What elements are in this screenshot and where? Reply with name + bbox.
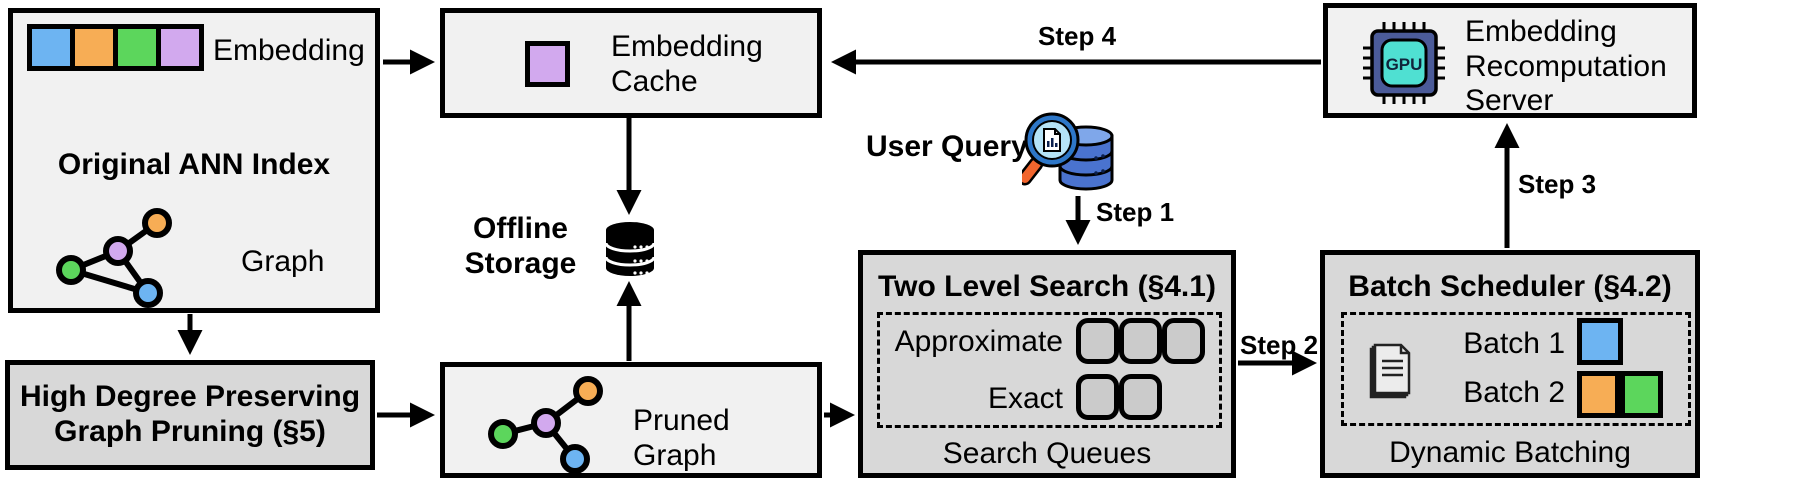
offline-storage-database-icon <box>604 222 656 276</box>
embedding-cell-purple <box>161 29 199 66</box>
batch-scheduler-title: Batch Scheduler (§4.2) <box>1348 270 1672 303</box>
queue-slot <box>1119 318 1162 364</box>
pruned-graph-icon <box>488 376 603 474</box>
step2-label: Step 2 <box>1240 330 1319 360</box>
batch-scheduler-box: Batch Scheduler (§4.2) Batch 1 Batch 2 D… <box>1320 250 1700 478</box>
pruned-graph-label: Pruned Graph <box>633 404 730 472</box>
embedding-cell-orange <box>75 29 113 66</box>
approximate-label: Approximate <box>894 325 1063 358</box>
gpu-chip-icon: GPU <box>1363 22 1445 104</box>
batch1-swatch-blue <box>1577 318 1623 365</box>
approximate-queue-slots <box>1076 318 1205 364</box>
embedding-cache-title: Embedding Cache <box>611 30 763 98</box>
embedding-cell-blue <box>32 29 70 66</box>
dynamic-batching-container <box>1341 312 1691 426</box>
graph-pruning-box: High Degree Preserving Graph Pruning (§5… <box>5 360 375 470</box>
user-query-label: User Query <box>866 130 1028 163</box>
exact-queue-slots <box>1076 374 1162 420</box>
batch2-swatches <box>1577 371 1663 418</box>
step1-label: Step 1 <box>1096 197 1175 227</box>
dynamic-batching-caption: Dynamic Batching <box>1389 436 1631 469</box>
embedding-cell-green <box>118 29 156 66</box>
pruned-graph-box: Pruned Graph <box>440 362 822 478</box>
exact-label: Exact <box>987 382 1063 415</box>
queue-slot <box>1076 374 1119 420</box>
batch2-swatch-orange <box>1577 371 1620 418</box>
search-queues-container <box>877 312 1222 428</box>
gpu-chip-label: GPU <box>1386 55 1423 74</box>
recomputation-server-box: GPU Embedding Recomputation Server <box>1323 3 1697 118</box>
cached-embedding-swatch <box>525 41 570 87</box>
recomputation-server-title: Embedding Recomputation Server <box>1465 15 1667 117</box>
graph-pruning-title: High Degree Preserving Graph Pruning (§5… <box>19 380 361 448</box>
queue-slot <box>1076 318 1119 364</box>
queue-slot <box>1119 374 1162 420</box>
two-level-search-box: Two Level Search (§4.1) Approximate Exac… <box>858 250 1236 478</box>
ann-index-title: Original ANN Index <box>57 148 331 181</box>
step4-label: Step 4 <box>1038 21 1117 51</box>
ann-graph-icon <box>56 208 172 308</box>
documents-icon <box>1369 343 1411 399</box>
batch2-label: Batch 2 <box>1463 376 1565 409</box>
embedding-cache-box: Embedding Cache <box>440 8 822 118</box>
embedding-vector <box>27 24 204 71</box>
step3-label: Step 3 <box>1518 169 1597 199</box>
graph-label: Graph <box>241 245 325 278</box>
original-ann-index-box: Embedding Original ANN Index Graph <box>8 8 380 313</box>
user-query-icon <box>1022 112 1114 191</box>
queue-slot <box>1162 318 1205 364</box>
batch1-label: Batch 1 <box>1463 327 1565 360</box>
embedding-label: Embedding <box>213 34 365 67</box>
offline-storage-label: Offline Storage <box>464 212 577 280</box>
batch2-swatch-green <box>1620 371 1663 418</box>
search-queues-caption: Search Queues <box>942 437 1152 470</box>
two-level-search-title: Two Level Search (§4.1) <box>878 270 1216 303</box>
